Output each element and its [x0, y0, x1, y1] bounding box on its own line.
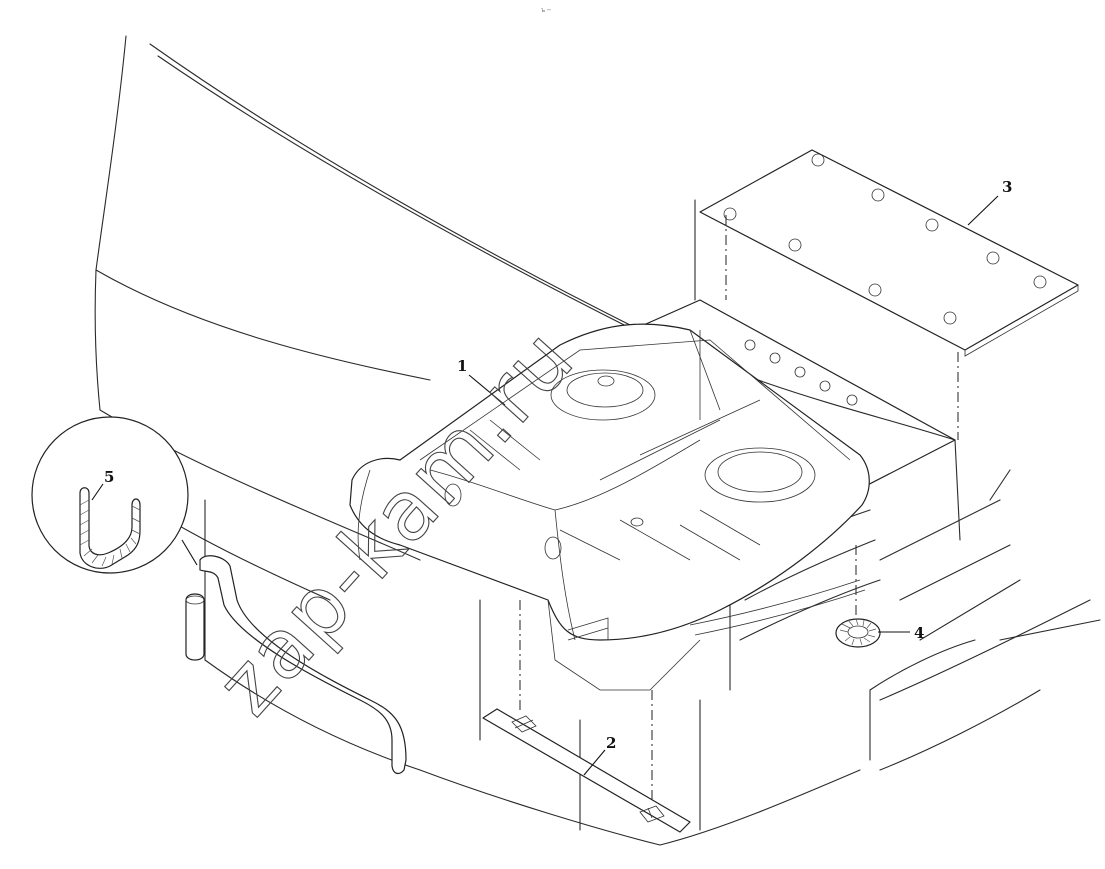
bent-rod [199, 555, 407, 775]
callout-1: 1 [457, 357, 467, 375]
callout-3: 3 [1002, 178, 1012, 196]
callout-4: 4 [914, 624, 924, 642]
alignment-lines [519, 215, 959, 810]
part-3-plate [699, 149, 1079, 357]
part-1-bracket [349, 323, 870, 691]
part-2-strip [482, 708, 691, 833]
rubber-sleeve [185, 593, 205, 661]
header-mark: ъ ─ [541, 7, 551, 14]
detail-view-5 [31, 416, 198, 574]
part-4-washer [835, 618, 881, 648]
frame-right [694, 199, 1101, 771]
callout-2: 2 [606, 734, 616, 752]
callout-5: 5 [104, 468, 114, 486]
leader-lines [91, 195, 999, 776]
